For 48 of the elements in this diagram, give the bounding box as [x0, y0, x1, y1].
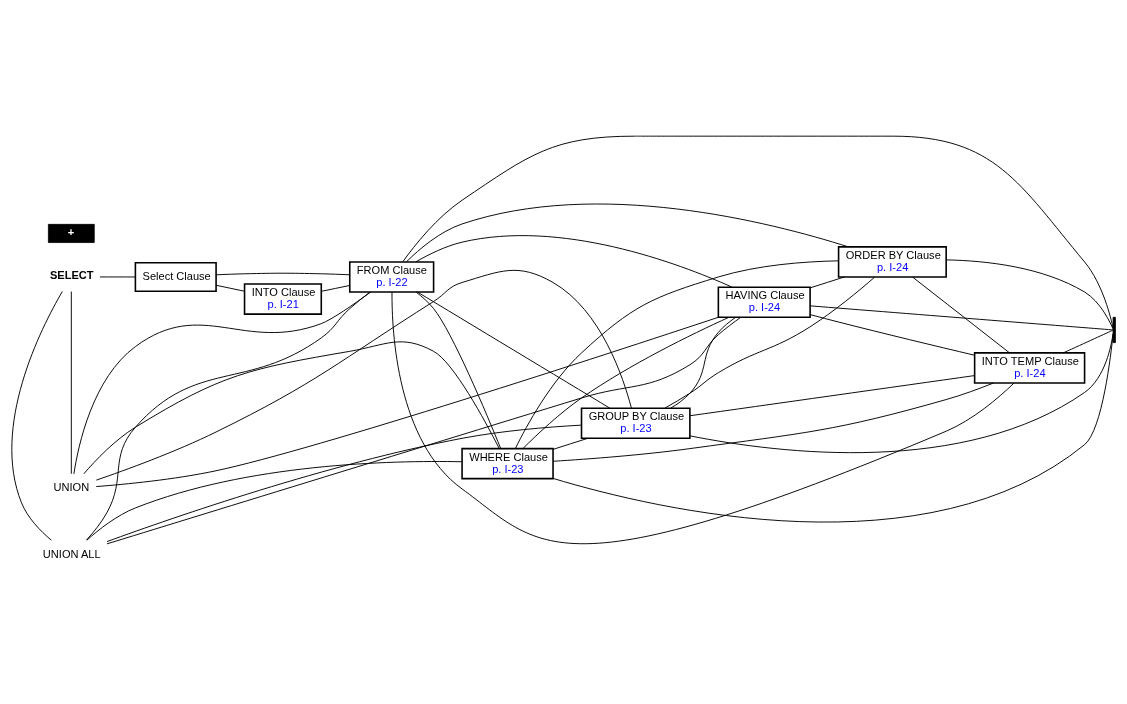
connector — [945, 258, 1114, 329]
connector — [86, 460, 463, 541]
connector — [417, 291, 611, 409]
node-box: INTO Clause p. I-21 — [243, 282, 323, 315]
node-box: GROUP BY Clause p. I-23 — [580, 406, 691, 439]
connector — [391, 291, 1015, 544]
connector — [83, 340, 500, 474]
connector — [73, 291, 372, 474]
node-box: + — [48, 223, 95, 243]
node-box: WHERE Clause p. I-23 — [461, 447, 554, 479]
connector — [106, 424, 582, 542]
connector — [912, 276, 1010, 353]
connector — [514, 259, 840, 449]
node-box: INTO TEMP Clause p. I-24 — [973, 351, 1086, 384]
node-box: Select Clause — [134, 261, 217, 292]
connector — [689, 374, 975, 416]
connector — [809, 304, 1114, 330]
connector — [215, 284, 245, 292]
node-box: HAVING Clause p. I-24 — [717, 285, 811, 318]
connector — [415, 234, 733, 288]
connector — [86, 291, 371, 541]
connector — [95, 316, 719, 487]
node-bar — [1112, 316, 1116, 343]
connector — [810, 313, 976, 356]
connector — [215, 272, 351, 275]
connector — [406, 203, 849, 262]
node-box: FROM Clause p. I-22 — [348, 260, 435, 293]
connector — [95, 269, 632, 481]
connector — [70, 290, 72, 474]
connector — [321, 284, 350, 292]
connector — [809, 276, 845, 288]
node-text: SELECT — [49, 268, 94, 281]
node-text: UNION ALL — [42, 547, 101, 560]
connector — [106, 316, 742, 544]
connector — [402, 135, 1114, 328]
node-text: UNION — [53, 480, 90, 493]
connector — [689, 332, 1114, 453]
node-box: ORDER BY Clause p. I-24 — [837, 245, 947, 278]
connector — [415, 291, 502, 449]
connector — [664, 276, 876, 409]
connector — [522, 316, 730, 449]
connector — [99, 276, 136, 277]
connector — [1063, 329, 1114, 353]
connector — [552, 437, 589, 450]
connector — [552, 382, 994, 462]
connector — [552, 333, 1114, 522]
connector — [670, 316, 736, 409]
connector — [11, 290, 63, 541]
